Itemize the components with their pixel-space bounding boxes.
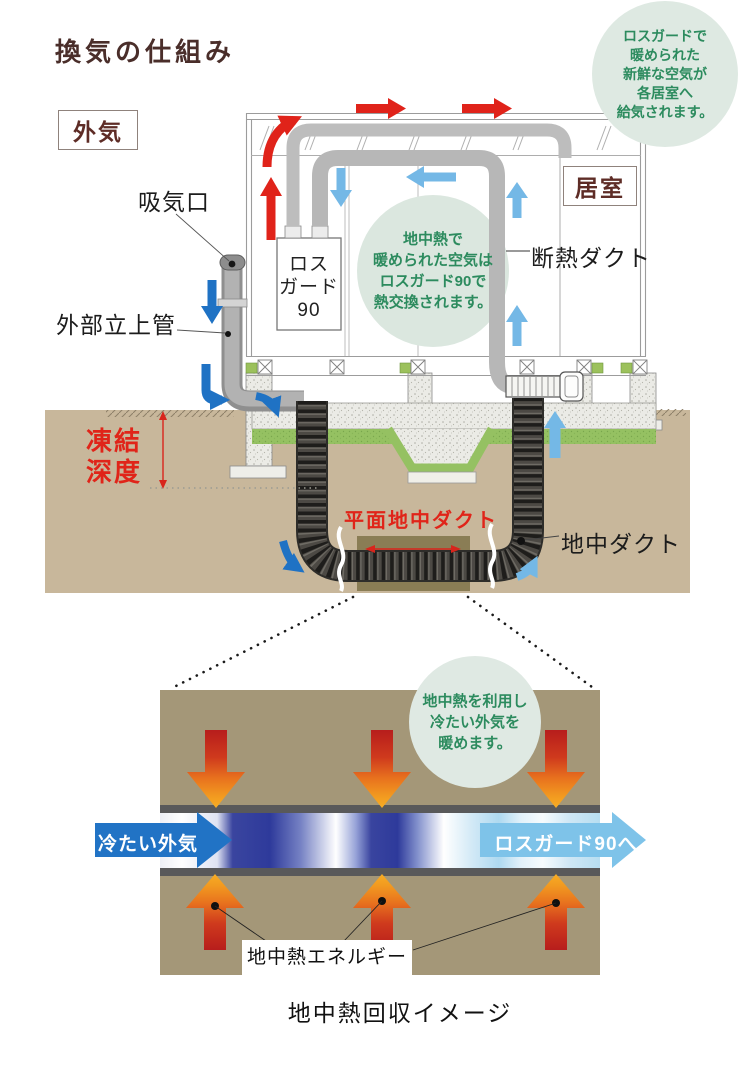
to-losguard-arrow	[480, 812, 646, 868]
geothermal-heat-arrows-bottom	[186, 874, 585, 950]
losguard-label-line: ロス	[288, 254, 329, 275]
outside-air-label-box: 外気	[58, 110, 138, 150]
frost-depth-dimension	[150, 411, 318, 489]
heat-exchange-note-line: 暖められた空気は	[372, 252, 493, 269]
room-label-box: 居室	[563, 166, 637, 206]
room-label: 居室	[575, 175, 625, 201]
geothermal-energy-label-box	[242, 940, 412, 976]
geothermal-detail-box	[95, 656, 646, 976]
frost-depth-line: 凍結	[86, 426, 143, 456]
losguard-label-line: ガード	[278, 277, 339, 298]
to-losguard90-label: ロスガード90へ	[494, 834, 638, 855]
insulated-duct-label: 断熱ダクト	[531, 245, 651, 271]
losguard-unit-label: ロス ガード 90	[277, 253, 341, 322]
supply-air-note: ロスガードで 暖められた 新鮮な空気が 各居室へ 給気されます。	[592, 27, 738, 122]
warming-note-line: 冷たい外気を	[429, 714, 520, 731]
warming-note: 地中熱を利用し 冷たい外気を 暖めます。	[390, 691, 560, 754]
supply-air-note-line: 暖められた	[630, 47, 700, 63]
duct-break-mark	[336, 525, 346, 592]
leader-lines	[175, 213, 560, 545]
losguard-unit-box	[276, 225, 342, 331]
warming-note-bubble	[409, 656, 541, 788]
underground-duct-label: 地中ダクト	[561, 531, 681, 557]
heat-exchange-note: 地中熱で 暖められた空気は ロスガード90で 熱交換されます。	[348, 229, 518, 313]
cold-outside-air-label: 冷たい外気	[98, 834, 199, 855]
ceiling-ducts	[286, 123, 572, 394]
detail-caption: 地中熱回収イメージ	[287, 1000, 513, 1026]
supply-air-note-line: 新鮮な空気が	[623, 66, 707, 82]
heat-exchange-note-line: ロスガード90で	[379, 273, 487, 290]
cold-air-arrow	[95, 812, 232, 868]
heat-exchange-note-line: 地中熱で	[402, 231, 463, 248]
geothermal-energy-label: 地中熱エネルギー	[246, 947, 407, 968]
warming-note-line: 暖めます。	[438, 735, 512, 752]
supply-air-note-bubble	[592, 1, 738, 147]
supply-air-note-line: 給気されます。	[616, 104, 714, 120]
warm-airflow-arrows	[260, 98, 512, 240]
supply-air-note-line: 各居室へ	[637, 85, 693, 101]
floor-blocks	[245, 359, 648, 375]
heat-exchange-note-line: 熱交換されます。	[373, 294, 493, 311]
detail-callout-lines	[168, 595, 594, 691]
outside-air-label: 外気	[73, 119, 123, 145]
supply-air-note-line: ロスガードで	[623, 28, 707, 44]
intake-port-label: 吸気口	[138, 189, 210, 215]
underground-u-duct	[296, 398, 544, 592]
geothermal-heat-arrows-top	[187, 730, 585, 808]
tempered-airflow-arrows	[330, 166, 566, 581]
heat-exchange-note-bubble	[357, 195, 509, 347]
riser-pipe-label: 外部立上管	[56, 312, 176, 338]
frost-depth-line: 深度	[86, 457, 143, 487]
flat-duct-dimension	[365, 545, 461, 553]
page-title: 換気の仕組み	[55, 37, 236, 67]
cold-airflow-arrows	[201, 280, 305, 573]
duct-break-mark	[487, 522, 497, 589]
warming-note-line: 地中熱を利用し	[422, 693, 528, 710]
frost-depth-label: 凍結 深度	[86, 426, 142, 488]
flat-underground-duct-label: 平面地中ダクト	[344, 510, 498, 532]
underfloor-connector	[505, 371, 584, 402]
losguard-label-line: 90	[297, 300, 321, 321]
